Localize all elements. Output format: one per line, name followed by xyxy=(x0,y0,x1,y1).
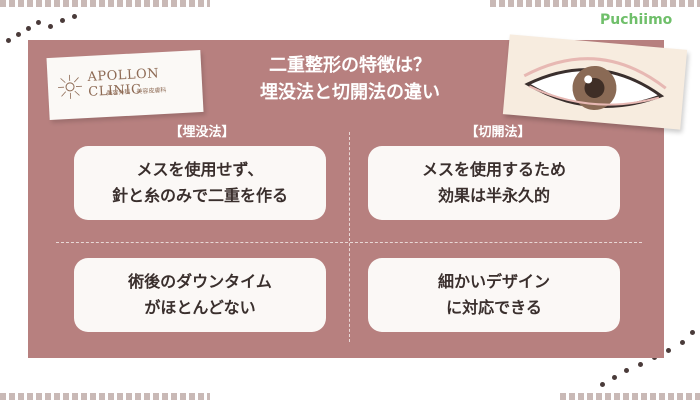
card-right-top: メスを使用するため 効果は半永久的 xyxy=(368,146,620,220)
headline: 二重整形の特徴は？ 埋没法と切開法の違い xyxy=(200,52,500,106)
card-left-bottom: 術後のダウンタイム がほとんどない xyxy=(74,258,326,332)
brand-logo: Puchiimo xyxy=(600,12,673,28)
headline-line-1: 二重整形の特徴は？ xyxy=(269,55,431,76)
eye-illustration-icon xyxy=(523,57,667,110)
bottom-left-stripe xyxy=(0,393,210,400)
horizontal-divider xyxy=(56,242,642,243)
vertical-divider xyxy=(349,132,350,342)
clinic-logo-card: APOLLON CLINIC 美容外科・美容皮膚科 xyxy=(46,50,204,120)
clinic-sun-logo-icon xyxy=(58,74,83,99)
top-right-stripe xyxy=(490,0,700,7)
headline-line-2: 埋没法と切開法の違い xyxy=(260,82,440,103)
bottom-right-stripe xyxy=(560,393,700,400)
eye-illustration-card xyxy=(502,34,688,130)
column-label-right: 【切開法】 xyxy=(465,125,531,140)
column-label-left: 【埋没法】 xyxy=(169,125,235,140)
card-left-top: メスを使用せず、 針と糸のみで二重を作る xyxy=(74,146,326,220)
top-left-stripe xyxy=(0,0,210,7)
card-right-bottom: 細かいデザイン に対応できる xyxy=(368,258,620,332)
